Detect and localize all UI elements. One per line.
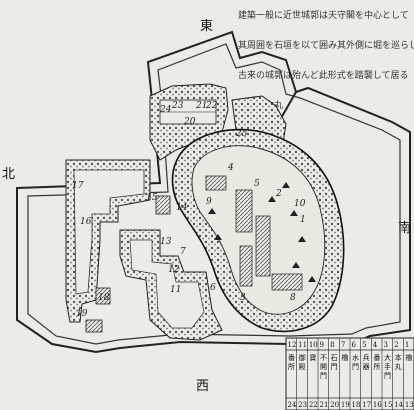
area-label-2: 2 <box>275 189 282 199</box>
legend-number-top: 5 <box>362 341 366 349</box>
legend-name-char: 所 <box>288 362 295 371</box>
area-label-15: 15 <box>146 193 158 203</box>
label-east: 東 <box>200 18 213 34</box>
area-label-9: 9 <box>206 197 212 207</box>
legend-number-bottom: 20 <box>330 401 339 409</box>
area-label-22: 22 <box>205 101 218 111</box>
inner-bailey-west-yard <box>129 239 205 329</box>
legend-columns: 12番所2411御殿2310寶229不開門218石門207櫓196水門185兵器… <box>288 338 414 410</box>
legend-name-char: 丸 <box>395 362 402 371</box>
legend-number-bottom: 23 <box>298 401 307 409</box>
header-line-2: 其周囲を石垣を以て囲み其外側に堀を巡らし <box>238 39 414 51</box>
legend-number-bottom: 14 <box>394 401 403 409</box>
keep-structures <box>205 175 303 291</box>
area-label-16: 16 <box>80 217 92 227</box>
legend-name-char: 門 <box>352 363 359 371</box>
area-label-1: 1 <box>300 215 306 225</box>
legend-number-top: 4 <box>373 341 378 349</box>
legend-number-top: 10 <box>309 341 318 349</box>
legend-name-char: 手 <box>384 362 391 371</box>
area-label-24: 24 <box>159 105 172 115</box>
area-label-6: 6 <box>210 283 216 293</box>
legend-number-bottom: 24 <box>288 401 297 409</box>
area-label-18: 18 <box>98 293 110 303</box>
legend-name-char: 櫓 <box>341 353 348 362</box>
outer-moat-outline <box>16 30 411 354</box>
area-label-10: 10 <box>294 199 306 209</box>
legend-name-char: 兵 <box>363 353 370 362</box>
area-label-5: 5 <box>254 179 260 189</box>
legend-name-char: 門 <box>320 372 327 380</box>
area-label-4: 4 <box>227 163 234 173</box>
tree-marks <box>208 182 316 282</box>
outer-moat-inner <box>27 43 401 345</box>
legend-name-char: 門 <box>331 363 338 371</box>
legend-number-top: 8 <box>330 341 334 349</box>
legend-name-char: 大 <box>384 353 391 362</box>
legend-number-bottom: 17 <box>362 401 371 409</box>
area-label-21: 21 <box>195 101 207 111</box>
legend-name-char: 番 <box>373 354 380 362</box>
area-label-11: 11 <box>170 285 181 295</box>
legend-number-bottom: 13 <box>405 401 414 409</box>
label-north: 北 <box>2 167 15 182</box>
legend-name-char: 器 <box>363 363 370 371</box>
legend-name-char: 所 <box>373 362 380 371</box>
inner-gate <box>155 195 171 215</box>
southwest-gate <box>85 319 103 333</box>
area-label-19: 19 <box>76 309 88 319</box>
west-gate <box>95 287 111 305</box>
legend-number-bottom: 21 <box>320 401 329 409</box>
legend-number-bottom: 16 <box>373 401 382 409</box>
legend-name-char: 殿 <box>299 363 306 371</box>
area-label-14: 14 <box>176 203 188 213</box>
legend-number-bottom: 19 <box>341 401 350 409</box>
legend-name-char: 門 <box>384 372 391 380</box>
legend-number-top: 3 <box>384 341 388 349</box>
legend-number-top: 6 <box>352 341 357 349</box>
header-line-1: 建築一般に近世城郭は天守閣を中心として <box>238 9 409 21</box>
area-label-17: 17 <box>72 181 84 191</box>
area-label-23: 23 <box>171 101 184 111</box>
header-text: 建築一般に近世城郭は天守閣を中心として 其周囲を石垣を以て囲み其外側に堀を巡らし… <box>238 9 414 111</box>
legend-number-top: 2 <box>394 341 398 349</box>
legend-number-top: 11 <box>298 341 307 349</box>
label-west: 西 <box>196 379 209 394</box>
legend-number-bottom: 18 <box>352 401 361 409</box>
area-label-25: 25 <box>235 129 248 139</box>
legend-name-char: 開 <box>320 363 327 371</box>
area-label-12: 12 <box>168 265 180 275</box>
legend-number-top: 7 <box>341 341 345 349</box>
legend-name-char: 番 <box>288 354 295 362</box>
legend-name-char: 櫓 <box>405 353 412 362</box>
legend-number-bottom: 15 <box>384 401 393 409</box>
west-courtyard <box>73 169 145 295</box>
legend-name-char: 石 <box>331 354 338 362</box>
legend-number-top: 12 <box>288 341 297 349</box>
area-label-3: 3 <box>240 293 246 303</box>
legend-name-char: 不 <box>320 354 327 362</box>
legend-number-bottom: 22 <box>309 401 318 409</box>
legend-name-char: 本 <box>395 353 402 362</box>
legend-name-char: 御 <box>299 353 306 362</box>
legend-number-top: 1 <box>405 341 409 349</box>
header-line-3: 古来の城郭は殆んど此形式を踏襲して居る <box>238 69 408 81</box>
area-labels: 1 2 3 4 5 6 7 8 9 10 11 12 13 14 15 16 1… <box>72 101 306 319</box>
legend-name-char: 寶 <box>309 353 316 362</box>
area-label-13: 13 <box>160 237 172 247</box>
legend-table: 12番所2411御殿2310寶229不開門218石門207櫓196水門185兵器… <box>285 337 414 410</box>
area-label-20: 20 <box>183 117 196 127</box>
area-label-7: 7 <box>180 247 186 257</box>
label-south: 南 <box>398 220 411 236</box>
area-label-8: 8 <box>290 293 296 303</box>
legend-name-char: 水 <box>352 353 359 362</box>
legend-number-top: 9 <box>320 341 324 349</box>
